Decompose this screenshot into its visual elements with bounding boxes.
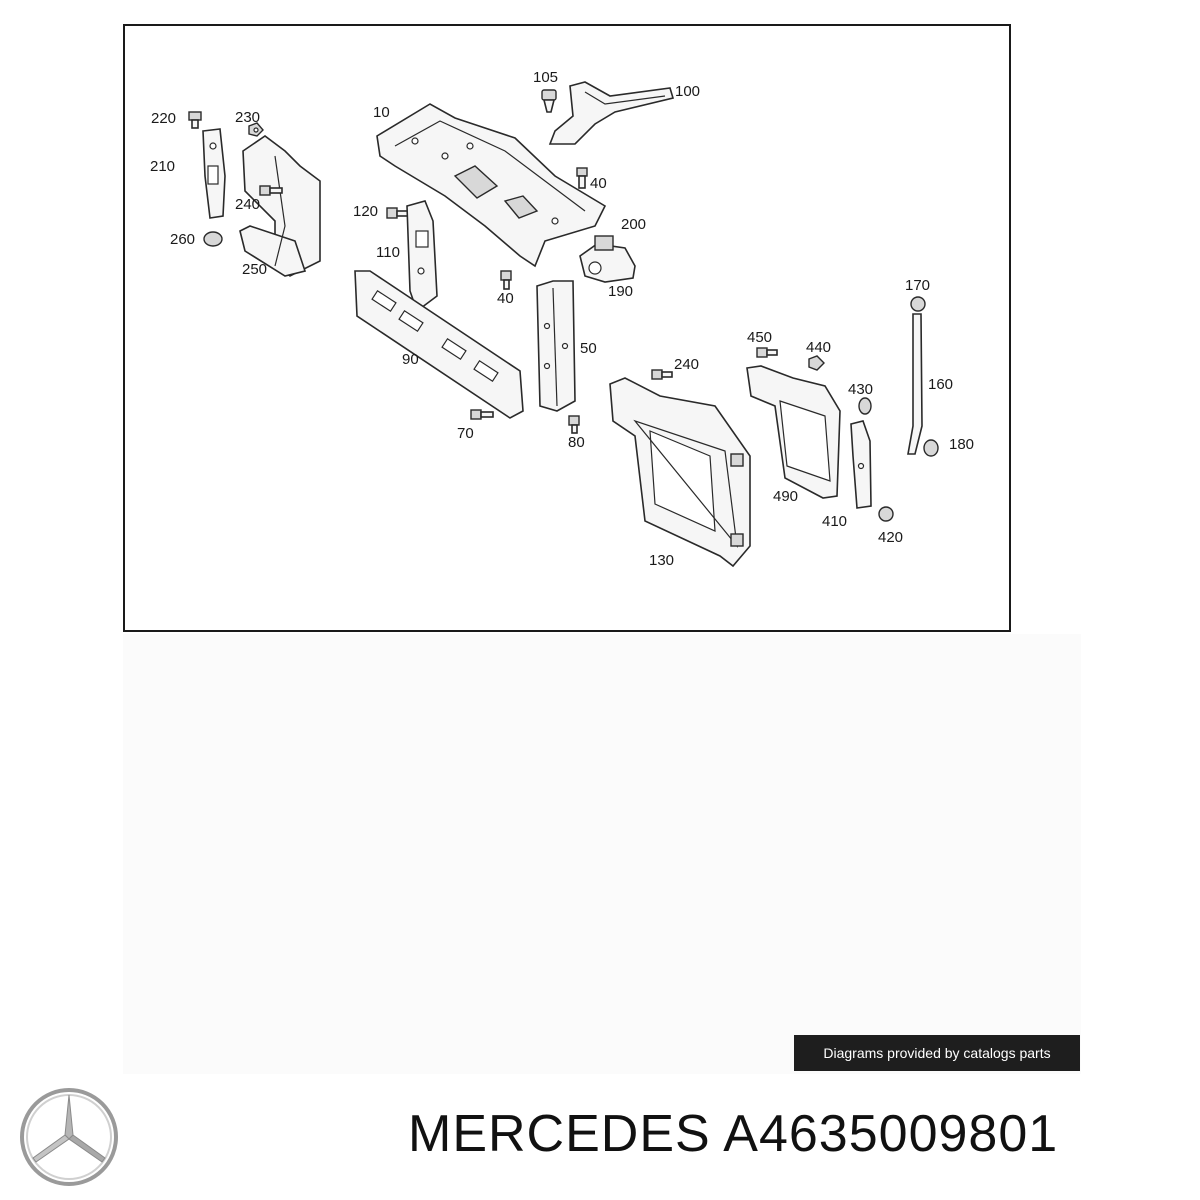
callout-260: 260 [170, 231, 195, 248]
part-40-bolt-upper [576, 167, 588, 189]
part-450-bolt [756, 347, 778, 358]
callout-200: 200 [621, 216, 646, 233]
part-10-upper-crossmember [376, 103, 607, 268]
part-170-nut [910, 296, 926, 312]
callout-160: 160 [928, 376, 953, 393]
callout-130: 130 [649, 552, 674, 569]
callout-90: 90 [402, 351, 419, 368]
part-70-bolt [470, 409, 494, 420]
part-420-bolt [878, 506, 894, 522]
part-220-bolt [188, 111, 202, 129]
callout-190: 190 [608, 283, 633, 300]
part-190-mount [579, 235, 636, 283]
callout-120: 120 [353, 203, 378, 220]
callout-110: 110 [376, 244, 400, 261]
part-230-nut [248, 122, 264, 137]
part-440-nut [808, 355, 825, 371]
callout-10: 10 [373, 104, 390, 121]
part-250-panel [239, 135, 321, 277]
callout-240: 240 [235, 196, 260, 213]
callout-100: 100 [675, 83, 700, 100]
part-410-side-bracket [850, 420, 872, 509]
part-240-bolt-left [259, 185, 283, 196]
part-50-pillar [536, 280, 576, 412]
part-160-support-rod [907, 313, 923, 455]
part-130-radiator-frame [609, 377, 751, 568]
callout-490: 490 [773, 488, 798, 505]
part-210-left-bracket [202, 128, 226, 219]
page-title: MERCEDES A4635009801 [408, 1105, 1059, 1163]
callout-210: 210 [150, 158, 175, 175]
callout-250: 250 [242, 261, 267, 278]
callout-430: 430 [848, 381, 873, 398]
callout-230: 230 [235, 109, 260, 126]
callout-170: 170 [905, 277, 930, 294]
part-240-bolt-right [651, 369, 673, 380]
parts-diagram-frame: 220 230 210 240 260 250 10 105 100 40 12… [123, 24, 1011, 632]
part-110-reinforcement [406, 200, 438, 313]
part-40-bolt-mid [500, 270, 512, 290]
part-490-bracket-frame [746, 365, 841, 499]
callout-410: 410 [822, 513, 847, 530]
diagram-credit-badge: Diagrams provided by catalogs parts [794, 1035, 1080, 1071]
callout-220: 220 [151, 110, 176, 127]
callout-80: 80 [568, 434, 585, 451]
callout-40-mid: 40 [497, 290, 514, 307]
part-90-lower-crossmember [354, 270, 524, 419]
callout-105: 105 [533, 69, 558, 86]
callout-440: 440 [806, 339, 831, 356]
parts-diagram: 220 230 210 240 260 250 10 105 100 40 12… [150, 69, 974, 569]
callout-40: 40 [590, 175, 607, 192]
part-260-cap [203, 231, 223, 247]
callout-450: 450 [747, 329, 772, 346]
part-80-bolt [568, 415, 580, 434]
part-105-clip [541, 89, 557, 113]
callout-70: 70 [457, 425, 474, 442]
mercedes-star-logo-icon [18, 1086, 120, 1188]
part-100-bracket [548, 81, 675, 145]
callout-240-right: 240 [674, 356, 699, 373]
callout-420: 420 [878, 529, 903, 546]
callout-50: 50 [580, 340, 597, 357]
part-180-nut [923, 439, 939, 457]
part-430-washer [858, 397, 872, 415]
callout-180: 180 [949, 436, 974, 453]
diagram-background-panel [123, 634, 1081, 1074]
